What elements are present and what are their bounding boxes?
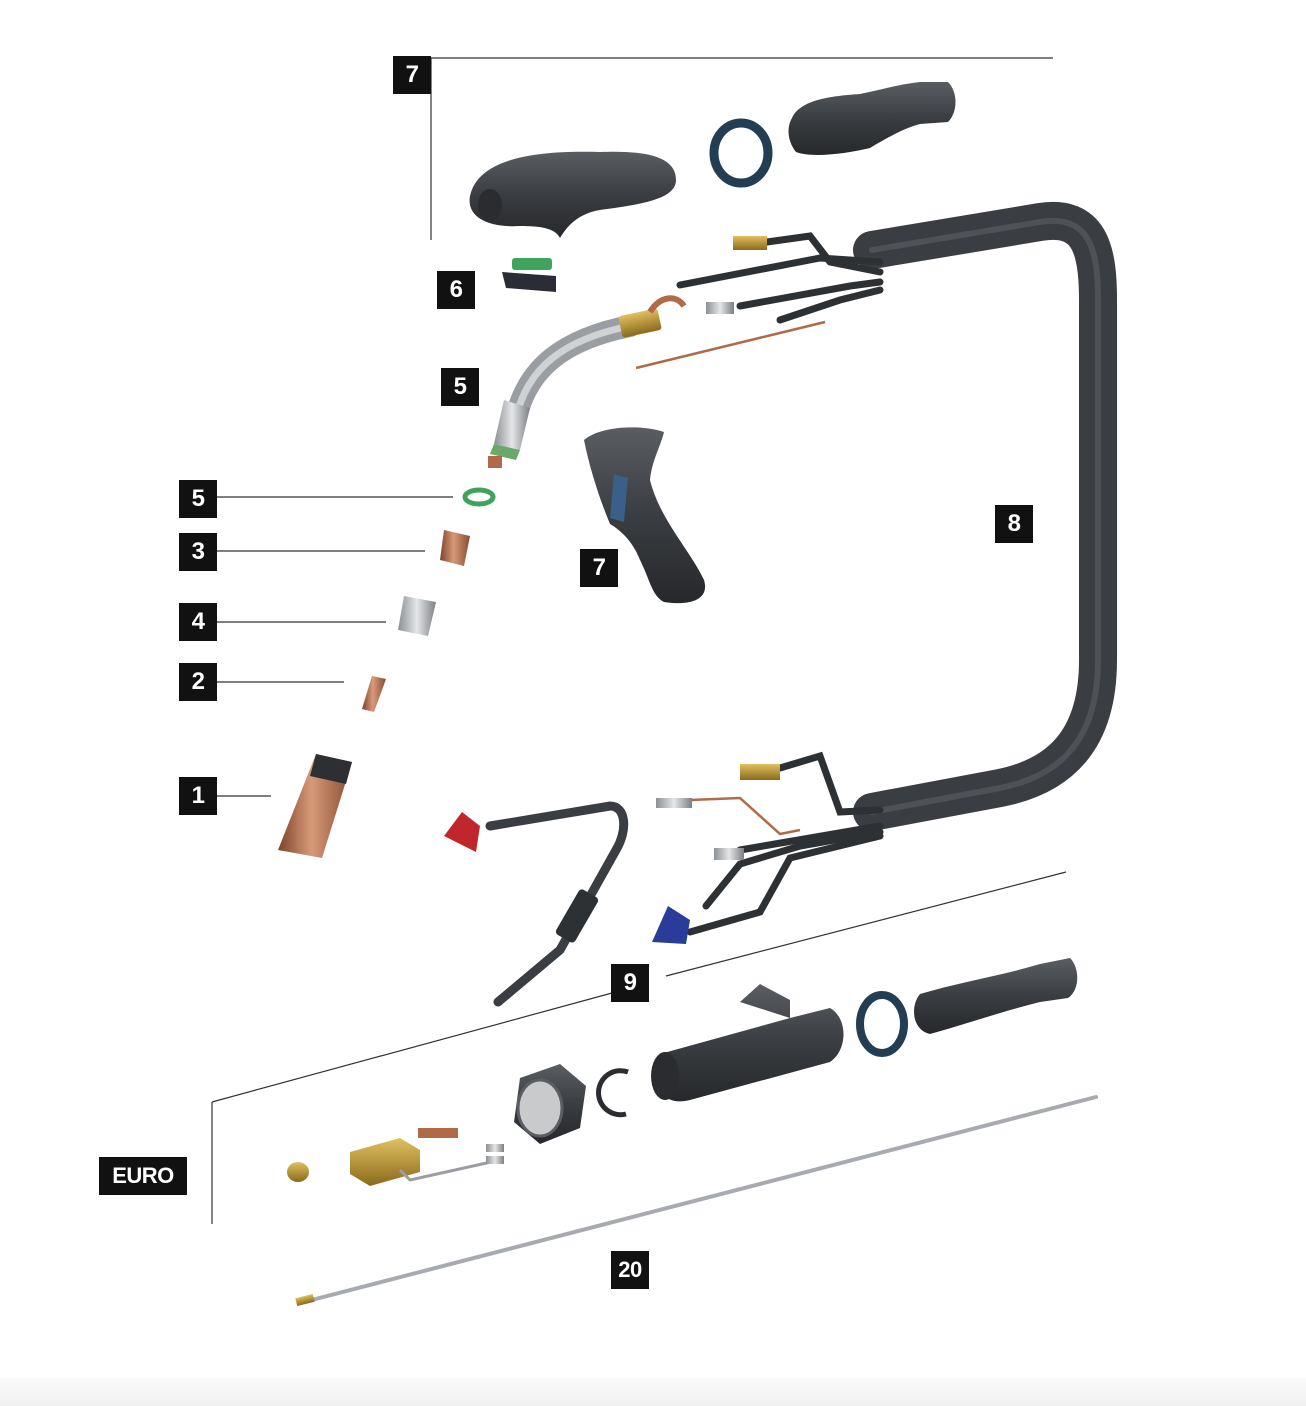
nut-part bbox=[514, 1064, 586, 1144]
callout-8: 8 bbox=[995, 505, 1033, 543]
grip-part bbox=[584, 427, 706, 604]
callout-2: 2 bbox=[179, 663, 217, 701]
brass-fitting-bottom bbox=[740, 764, 780, 780]
blue-coupling-part bbox=[652, 906, 690, 944]
bottom-cable-ends bbox=[686, 751, 884, 936]
handle-top-part bbox=[469, 151, 676, 238]
callout-5-swan-neck: 5 bbox=[441, 368, 479, 406]
callout-7-grip: 7 bbox=[580, 549, 618, 587]
copper-wire-top bbox=[635, 320, 826, 370]
brass-fitting-top bbox=[733, 236, 767, 250]
rear-body-part bbox=[651, 984, 844, 1102]
cable-hose bbox=[853, 201, 1117, 831]
top-cable-ends bbox=[676, 232, 884, 324]
callout-6: 6 bbox=[437, 271, 475, 309]
tip-holder-part bbox=[398, 596, 436, 636]
sleeve-bottom bbox=[914, 958, 1078, 1034]
water-hose-part bbox=[444, 801, 629, 1007]
liner-part bbox=[302, 1095, 1098, 1304]
gas-diffuser-part bbox=[440, 530, 470, 566]
euro-connector-part bbox=[287, 1128, 504, 1186]
silver-fitting-bottom bbox=[656, 798, 692, 808]
insulator-ring-part bbox=[462, 487, 496, 507]
callout-9: 9 bbox=[611, 964, 649, 1002]
ring-bottom bbox=[856, 991, 908, 1057]
switch-part bbox=[502, 258, 556, 292]
callout-7-top: 7 bbox=[393, 56, 431, 94]
callout-1: 1 bbox=[179, 777, 217, 815]
bottom-band bbox=[0, 1378, 1306, 1406]
circlip-part bbox=[596, 1068, 629, 1118]
copper-wire-bottom bbox=[689, 796, 801, 836]
gas-nozzle-part bbox=[278, 754, 352, 858]
callout-20: 20 bbox=[611, 1251, 649, 1289]
contact-tip-part bbox=[362, 676, 386, 712]
callout-euro: EURO bbox=[99, 1157, 187, 1195]
silver-fitting-bottom-2 bbox=[714, 848, 744, 860]
silver-fitting-top bbox=[706, 302, 734, 314]
callout-4: 4 bbox=[179, 603, 217, 641]
callout-5-ring: 5 bbox=[179, 480, 217, 518]
swan-neck-part bbox=[488, 295, 687, 468]
sleeve-top bbox=[788, 82, 956, 155]
leader-lines bbox=[211, 57, 1067, 1224]
ring-top bbox=[709, 118, 773, 188]
callout-3: 3 bbox=[179, 533, 217, 571]
